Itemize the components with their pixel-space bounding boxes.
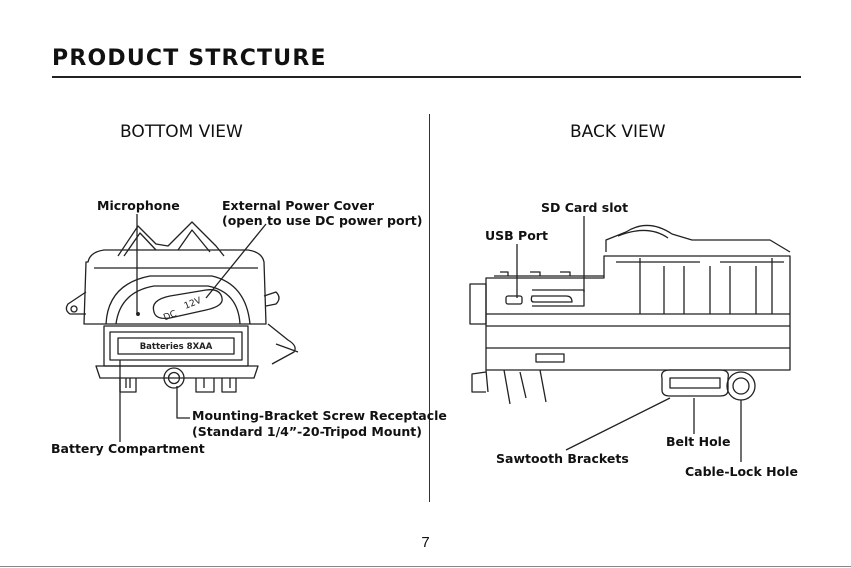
footer-rule [0,566,851,567]
batteries-text: Batteries 8XAA [140,342,213,352]
page-number: 7 [0,534,851,551]
bottom-view-camera [66,222,298,392]
dc-text: DC [162,309,178,323]
voltage-text: 12V [183,296,204,312]
back-view-camera [470,225,790,404]
